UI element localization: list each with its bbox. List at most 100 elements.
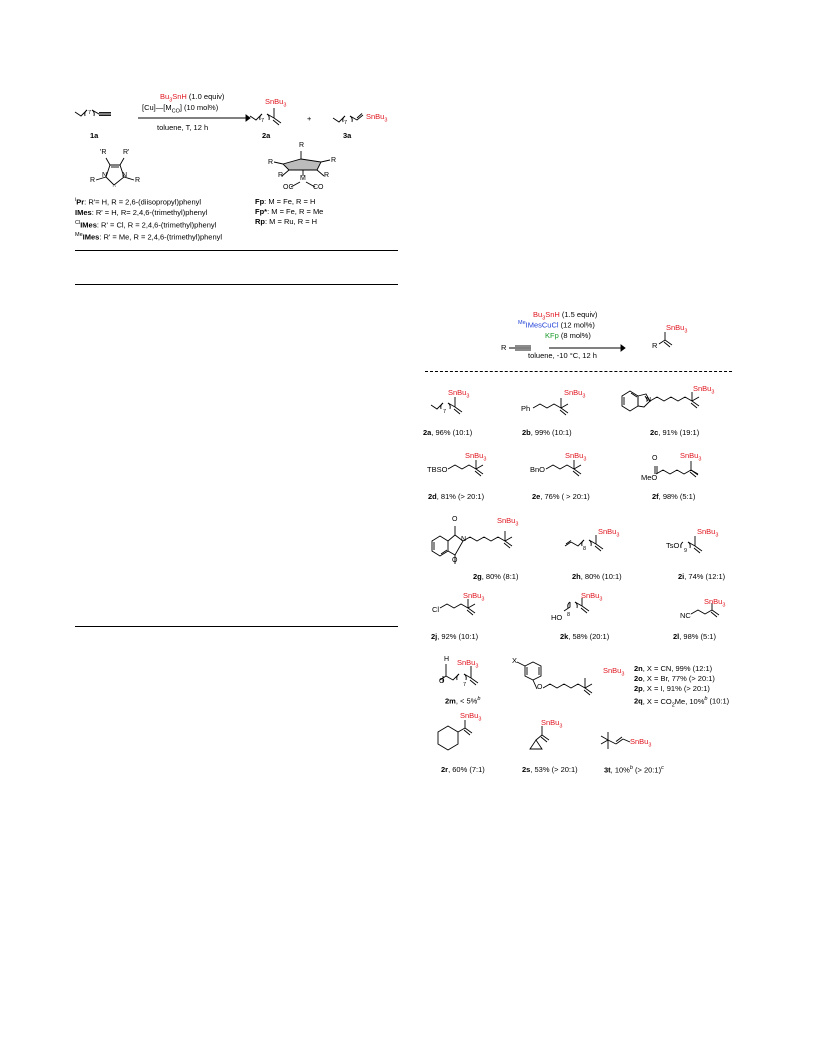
nhc-structure: [95, 157, 135, 186]
tso-label: TsO: [666, 541, 680, 550]
sn-label: SnBu3: [497, 516, 519, 528]
n-label: N: [461, 536, 467, 543]
compound-2r-structure: [437, 720, 473, 751]
caption-2e: 2e, 76% ( > 20:1): [532, 492, 590, 501]
divider-rule: [75, 284, 398, 285]
divider-rule: [75, 626, 398, 627]
label-3a: 3a: [343, 131, 352, 140]
ho-label: HO: [551, 613, 563, 622]
sn-label: SnBu3: [581, 591, 603, 603]
nhc-r-right: R: [135, 177, 141, 184]
o-label: O: [439, 678, 445, 685]
ph-label: Ph: [521, 404, 531, 413]
product-2a-structure: [249, 108, 282, 126]
meo-label: MeO: [641, 473, 658, 482]
sn-label: SnBu3: [630, 737, 652, 749]
subscript-7: 7: [463, 682, 467, 688]
product-3a-structure: [332, 113, 364, 123]
caption-2g: 2g, 80% (8:1): [473, 572, 519, 581]
subscript-7: 7: [443, 409, 447, 415]
nhc-n-left: N: [102, 172, 108, 179]
compound-2a-structure: [430, 397, 463, 415]
scope-substrate-alkyne: [509, 345, 531, 351]
nhc-r-top-right: R': [123, 149, 130, 156]
fp-def-fp: Fp: M = Fe, R = H: [255, 197, 316, 206]
sn-label: SnBu3: [680, 451, 702, 463]
tbso-label: TBSO: [427, 465, 448, 474]
sn-label: SnBu3: [564, 388, 586, 400]
subscript-9: 9: [684, 548, 688, 554]
subscript-7: 7: [261, 118, 265, 124]
x-label: X: [512, 656, 518, 665]
reaction-conditions: toluene, T, 12 h: [157, 123, 209, 132]
subscript-7: 7: [344, 120, 348, 126]
caption-2o: 2o, X = Br, 77% (> 20:1): [634, 674, 715, 683]
scope-conditions: toluene, -10 °C, 12 h: [528, 351, 597, 360]
subscript-8: 8: [583, 546, 587, 552]
captions-2n-2q: 2n, X = CN, 99% (12:1) 2o, X = Br, 77% (…: [634, 664, 729, 710]
sn-label: SnBu3: [448, 388, 470, 400]
nhc-def-imes: IMes: R' = H, R= 2,4,6-(trimethyl)phenyl: [75, 207, 208, 217]
caption-2q: 2q, X = CO2Me, 10%b (10:1): [634, 696, 730, 708]
fp-def-rp: Rp: M = Ru, R = H: [255, 217, 318, 226]
scope-product-r: R: [652, 341, 658, 350]
caption-2l: 2l, 98% (5:1): [673, 632, 716, 641]
h-label: H: [444, 656, 450, 663]
caption-2a: 2a, 96% (10:1): [423, 428, 473, 437]
sn-label: SnBu3: [541, 718, 563, 730]
caption-2m: 2m, < 5%b: [445, 696, 481, 706]
scope-reagent-kfp: KFp (8 mol%): [545, 331, 591, 340]
cp-r-right: R: [331, 157, 337, 164]
caption-2n: 2n, X = CN, 99% (12:1): [634, 664, 713, 673]
fp-definitions: Fp: M = Fe, R = H Fp*: M = Fe, R = Me Rp…: [255, 197, 323, 227]
reagent-bu3snh: Bu3SnH (1.0 equiv): [160, 92, 225, 104]
sn-label: SnBu3: [460, 711, 482, 723]
compound-2f-structure: [654, 461, 699, 478]
nhc-def-meimes: MeIMes: R' = Me, R = 2,4,6-(trimethyl)ph…: [75, 232, 223, 242]
plus-sign: +: [307, 114, 312, 123]
sn-label: SnBu3: [697, 527, 719, 539]
compound-2d-structure: [447, 460, 484, 477]
scope-product-structure: [658, 332, 673, 348]
nhc-carbene-dots: ··: [112, 183, 117, 190]
sn-label: SnBu3: [598, 527, 620, 539]
nc-label: NC: [680, 611, 691, 620]
divider-rule: [75, 250, 398, 251]
sn-label: SnBu3: [465, 451, 487, 463]
nhc-def-ipr: iPr: R'= H, R = 2,6-(diisopropyl)phenyl: [75, 197, 202, 207]
compound-2l-structure: [690, 603, 720, 618]
o-label: O: [652, 455, 658, 462]
compound-2h-structure: [564, 535, 604, 552]
cp-r-top: R: [299, 142, 305, 149]
co-ligand-right: CO: [313, 184, 324, 191]
sn-label: SnBu3: [693, 384, 715, 396]
scope-reaction-arrow: [549, 344, 626, 352]
caption-2h: 2h, 80% (10:1): [572, 572, 622, 581]
subscript-8: 8: [567, 612, 571, 618]
compound-2c-structure: [621, 390, 700, 412]
sn-label-2a-top: SnBu3: [265, 97, 287, 109]
label-1a: 1a: [90, 131, 99, 140]
nhc-def-climes: ClIMes: R' = Cl, R = 2,4,6-(trimethyl)ph…: [75, 219, 217, 230]
caption-2j: 2j, 92% (10:1): [431, 632, 479, 641]
caption-2f: 2f, 98% (5:1): [652, 492, 696, 501]
bno-label: BnO: [530, 465, 546, 474]
caption-2i: 2i, 74% (12:1): [678, 572, 726, 581]
caption-2b: 2b, 99% (10:1): [522, 428, 572, 437]
compound-2g-structure: [431, 526, 513, 564]
sn-label: SnBu3: [704, 597, 726, 609]
alkyne-1a-structure: [74, 109, 111, 117]
subscript-7: 7: [88, 110, 92, 116]
cp-r-bottom-left: R: [278, 172, 284, 179]
cp-r-bottom-right: R: [324, 172, 330, 179]
caption-2c: 2c, 91% (19:1): [650, 428, 700, 437]
scope-substrate-r: R: [501, 343, 507, 352]
caption-2k: 2k, 58% (20:1): [560, 632, 610, 641]
sn-label: SnBu3: [457, 658, 479, 670]
sn-label: SnBu3: [565, 451, 587, 463]
o-label: O: [452, 516, 458, 523]
label-2a: 2a: [262, 131, 271, 140]
reaction-arrow: [138, 114, 251, 122]
nhc-definitions: iPr: R'= H, R = 2,6-(diisopropyl)phenyl …: [75, 195, 222, 243]
caption-2p: 2p, X = I, 91% (> 20:1): [634, 684, 710, 693]
